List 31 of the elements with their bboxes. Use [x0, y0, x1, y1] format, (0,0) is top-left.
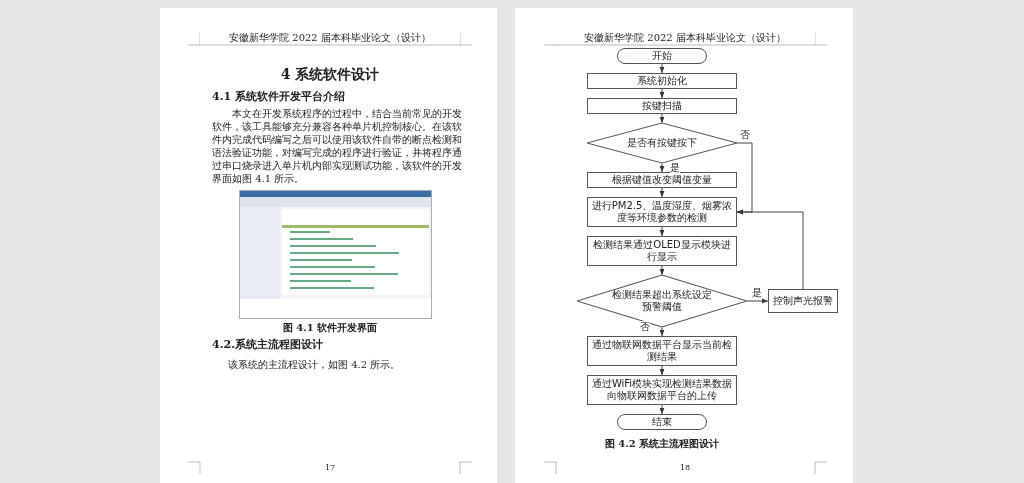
- arrow: [746, 298, 769, 304]
- edge-label: 是: [752, 287, 762, 298]
- edge-label: 否: [740, 129, 750, 140]
- arrow: [659, 113, 665, 124]
- process-box: 按键扫描: [587, 98, 737, 114]
- arrow: [659, 326, 665, 337]
- arrow: [659, 265, 665, 276]
- terminal-box: 开始: [617, 48, 707, 64]
- process-box: 根据键值改变阈值变量: [587, 172, 737, 188]
- decision-diamond: 是否有按键按下: [587, 123, 737, 163]
- arrow: [659, 404, 665, 415]
- arrow: [659, 88, 665, 99]
- terminal-box: 结束: [617, 414, 707, 430]
- arrow: [736, 142, 753, 215]
- process-box: 进行PM2.5、温度湿度、烟雾浓度等环境参数的检测: [587, 197, 737, 227]
- body-paragraph: 本文在开发系统程序的过程中，结合当前常见的开发软件，该工具能够充分兼容各种单片机控制核心。在该软件内完成代码编写之后可以使用该软件自带的断点检测和语法验证功能，对编写完成的程序进行验证，并将程序通过串口烧录进入单片机内部实现测试功能，该软件的开发界面如图 4.1 所示。: [212, 107, 462, 185]
- arrow: [659, 365, 665, 376]
- process-box: 检测结果通过OLED显示模块进行显示: [587, 236, 737, 266]
- arrow: [659, 63, 665, 74]
- process-box: 控制声光报警: [768, 289, 838, 313]
- process-box: 通过WiFi模块实现检测结果数据向物联网数据平台的上传: [587, 375, 737, 405]
- page-header: 安徽新华学院 2022 届本科毕业论文（设计）: [555, 31, 815, 44]
- edge-label: 否: [640, 321, 650, 332]
- arrow: [659, 226, 665, 237]
- arrow: [659, 187, 665, 198]
- page-header: 安徽新华学院 2022 届本科毕业论文（设计）: [200, 31, 460, 44]
- edge-label: 是: [670, 162, 680, 173]
- process-box: 系统初始化: [587, 73, 737, 89]
- arrow: [736, 209, 804, 290]
- process-box: 通过物联网数据平台显示当前检测结果: [587, 336, 737, 366]
- arrow: [659, 162, 665, 173]
